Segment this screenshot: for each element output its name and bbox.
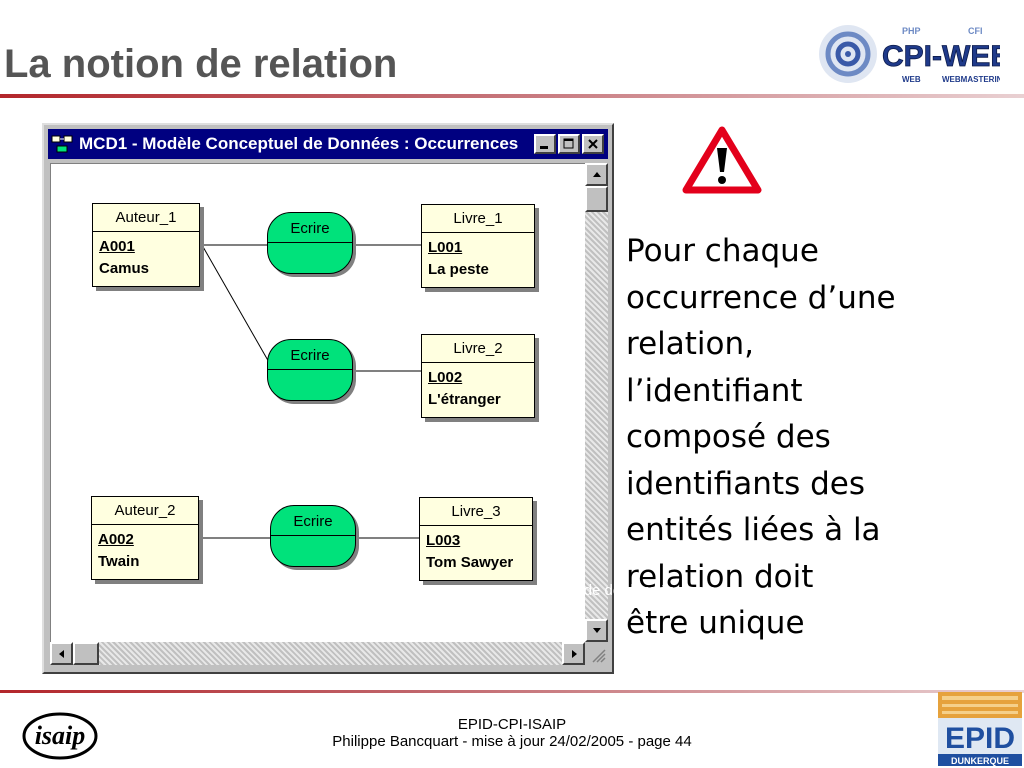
entity-value: Twain <box>98 553 140 570</box>
entity-livre-2[interactable]: Livre_2 L002 L'étranger <box>421 334 535 418</box>
footer-line-2: Philippe Bancquart - mise à jour 24/02/2… <box>332 733 692 750</box>
maximize-button[interactable] <box>558 134 580 154</box>
entity-name: Livre_1 <box>422 205 534 233</box>
explanation-line: l’identifiant <box>626 372 803 409</box>
scroll-down-button[interactable] <box>585 619 608 642</box>
epid-logo-text: EPID <box>945 722 1015 755</box>
svg-text:CFI: CFI <box>968 26 983 36</box>
entity-id: L003 <box>426 532 461 549</box>
vertical-scroll-thumb[interactable] <box>585 186 608 212</box>
entity-name: Livre_3 <box>420 498 532 526</box>
slide-title: La notion de relation <box>4 42 398 86</box>
explanation-line: relation, <box>626 326 754 362</box>
isaip-logo-text: isaip <box>35 721 86 750</box>
entity-id: A001 <box>99 238 135 255</box>
scroll-up-button[interactable] <box>585 163 608 186</box>
svg-text:DUNKERQUE: DUNKERQUE <box>951 756 1009 766</box>
footer-line-1: EPID-CPI-ISAIP <box>457 716 567 733</box>
entity-id: L001 <box>428 239 463 256</box>
diagram-canvas[interactable]: Auteur_1 A001 Camus Livre_1 L001 La pest… <box>50 163 585 642</box>
arrow-right-icon <box>571 649 577 658</box>
entity-value: Camus <box>99 260 150 277</box>
explanation-line: occurrence d’une <box>626 279 896 316</box>
entity-id: L002 <box>428 369 463 386</box>
entity-name: Auteur_2 <box>92 497 198 525</box>
link-line <box>201 244 275 372</box>
vertical-scrollbar[interactable] <box>585 163 608 642</box>
explanation-line: Pour chaque <box>626 233 819 269</box>
mcd-app-icon <box>51 135 73 153</box>
resize-grip[interactable] <box>585 642 608 665</box>
svg-text:WEBMASTERING: WEBMASTERING <box>942 75 1000 84</box>
entity-value: L'étranger <box>428 391 501 408</box>
entity-id: A002 <box>98 531 134 548</box>
relation-name: Ecrire <box>271 506 355 536</box>
arrow-left-icon <box>58 649 64 658</box>
ghost-caption: Méthode de données en cours <box>542 582 745 599</box>
explanation-line: identifiants des <box>626 465 866 502</box>
isaip-logo: isaip <box>22 712 98 760</box>
link-lines <box>201 244 422 539</box>
svg-text:PHP: PHP <box>902 26 921 36</box>
svg-text:WEB: WEB <box>902 75 921 84</box>
close-icon <box>588 139 598 149</box>
relation-ecrire-1[interactable]: Ecrire <box>267 212 353 274</box>
entity-name: Livre_2 <box>422 335 534 363</box>
entity-value: Tom Sawyer <box>426 554 514 571</box>
entity-auteur-2[interactable]: Auteur_2 A002 Twain <box>91 496 199 580</box>
window-title: MCD1 - Modèle Conceptuel de Données : Oc… <box>79 134 519 153</box>
explanation-text: Pour chaque occurrence d’une relation, l… <box>626 228 956 647</box>
explanation-line: être unique <box>626 605 805 641</box>
arrow-up-icon <box>592 171 601 177</box>
entity-livre-1[interactable]: Livre_1 L001 La peste <box>421 204 535 288</box>
resize-grip-icon <box>592 649 606 663</box>
entity-auteur-1[interactable]: Auteur_1 A001 Camus <box>92 203 200 287</box>
relation-ecrire-3[interactable]: Ecrire <box>270 505 356 567</box>
explanation-line: composé des <box>626 419 831 455</box>
horizontal-scroll-thumb[interactable] <box>73 642 99 665</box>
cpi-web-logo-text: CPI-WEB <box>882 40 1000 73</box>
warning-icon <box>682 126 762 194</box>
relation-ecrire-2[interactable]: Ecrire <box>267 339 353 401</box>
minimize-icon <box>540 146 548 149</box>
entity-livre-3[interactable]: Livre_3 L003 Tom Sawyer <box>419 497 533 581</box>
mcd-window: MCD1 - Modèle Conceptuel de Données : Oc… <box>42 123 614 674</box>
window-titlebar[interactable]: MCD1 - Modèle Conceptuel de Données : Oc… <box>48 129 608 159</box>
title-divider <box>0 94 1024 98</box>
close-button[interactable] <box>582 134 604 154</box>
scroll-right-button[interactable] <box>562 642 585 665</box>
horizontal-scrollbar[interactable] <box>50 642 585 665</box>
entity-name: Auteur_1 <box>93 204 199 232</box>
maximize-icon <box>563 138 574 149</box>
explanation-line: relation doit <box>626 558 814 595</box>
minimize-button[interactable] <box>534 134 556 154</box>
entity-value: La peste <box>428 261 489 278</box>
relation-name: Ecrire <box>268 213 352 243</box>
arrow-down-icon <box>592 627 601 633</box>
relation-name: Ecrire <box>268 340 352 370</box>
footer-divider <box>0 690 1024 693</box>
epid-logo: EPID DUNKERQUE <box>938 692 1022 766</box>
explanation-line: entités liées à la <box>626 512 881 548</box>
scroll-left-button[interactable] <box>50 642 73 665</box>
cpi-web-logo: CPI-WEB PHP CFI WEB WEBMASTERING <box>818 22 1000 86</box>
